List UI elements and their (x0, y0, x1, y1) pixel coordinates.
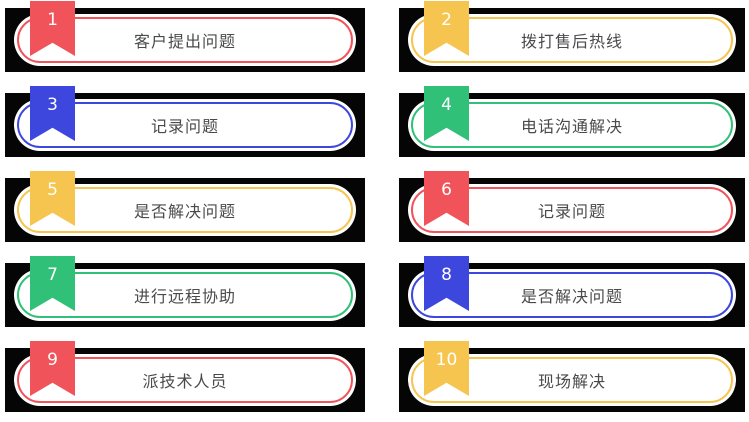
step-label: 记录问题 (150, 117, 219, 136)
step-card: 6 记录问题 (399, 171, 745, 242)
step-number: 4 (441, 95, 452, 115)
step-number: 6 (441, 180, 452, 200)
step-label: 客户提出问题 (133, 32, 236, 51)
step-card: 9 派技术人员 (5, 341, 365, 412)
step-label: 现场解决 (537, 372, 606, 391)
step-pill: 记录问题 (14, 99, 356, 151)
step-label: 记录问题 (537, 202, 606, 221)
step-number: 8 (441, 265, 452, 285)
step-card: 3 记录问题 (5, 86, 365, 157)
step-label: 电话沟通解决 (520, 117, 623, 136)
step-label: 拨打售后热线 (520, 32, 623, 51)
step-card: 4 电话沟通解决 (399, 86, 745, 157)
step-number-ribbon: 7 (30, 256, 75, 311)
step-label: 进行远程协助 (133, 287, 236, 306)
step-label: 派技术人员 (142, 372, 228, 391)
step-card: 1 客户提出问题 (5, 1, 365, 72)
step-card: 7 进行远程协助 (5, 256, 365, 327)
step-card: 10 现场解决 (399, 341, 745, 412)
step-number: 9 (47, 350, 58, 370)
step-number: 1 (47, 10, 58, 30)
step-number-ribbon: 4 (424, 86, 469, 141)
step-card: 2 拨打售后热线 (399, 1, 745, 72)
step-number: 7 (47, 265, 58, 285)
step-label: 是否解决问题 (133, 202, 236, 221)
step-number: 5 (47, 180, 58, 200)
step-number: 3 (47, 95, 58, 115)
step-number: 10 (435, 350, 458, 370)
step-number: 2 (441, 10, 452, 30)
step-card: 5 是否解决问题 (5, 171, 365, 242)
step-label: 是否解决问题 (520, 287, 623, 306)
step-card: 8 是否解决问题 (399, 256, 745, 327)
